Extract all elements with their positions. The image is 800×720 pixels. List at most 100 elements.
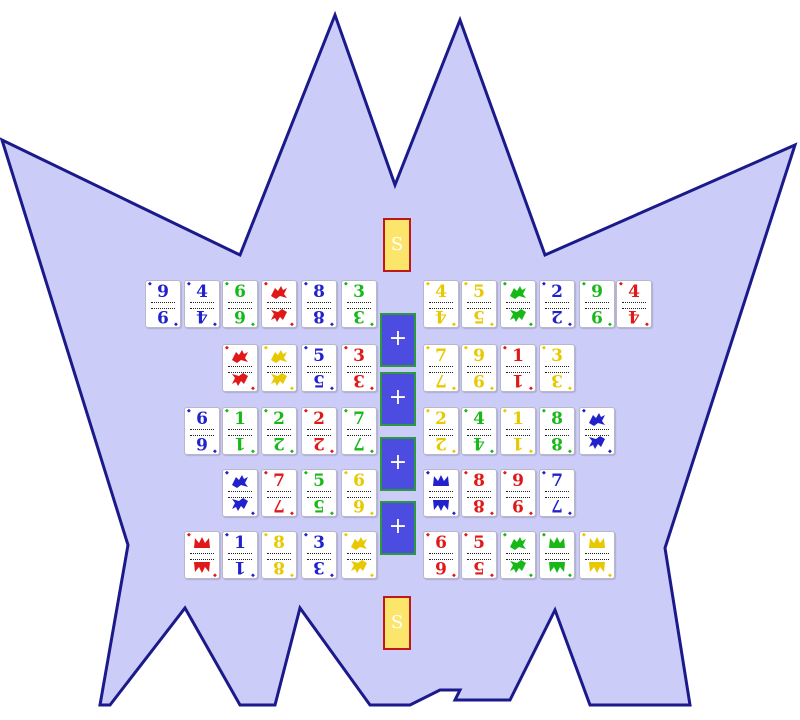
card-corner-pip-icon: ◆ <box>251 385 255 391</box>
card-corner-pip-icon: ◆ <box>370 385 374 391</box>
card-band <box>307 366 331 373</box>
dragon-icon <box>580 431 614 451</box>
foundation-pile-4[interactable]: + <box>380 501 416 555</box>
card-corner-pip-icon: ◆ <box>344 408 348 414</box>
dragon-icon <box>223 368 257 388</box>
card-corner-pip-icon: ◆ <box>582 281 586 287</box>
tableau-card-row3-10[interactable]: ◆◆ <box>579 407 615 455</box>
stock-pile-top[interactable]: S <box>383 218 411 272</box>
tableau-card-row2-1[interactable]: ◆◆ <box>222 344 258 392</box>
card-corner-pip-icon: ◆ <box>529 572 533 578</box>
tableau-card-row5-1[interactable]: ◆◆ <box>184 531 220 579</box>
tableau-card-row4-1[interactable]: ◆◆ <box>222 469 258 517</box>
card-corner-pip-icon: ◆ <box>370 572 374 578</box>
card-corner-pip-icon: ◆ <box>464 281 468 287</box>
card-corner-pip-icon: ◆ <box>426 470 430 476</box>
card-rank: 8 <box>273 533 285 553</box>
card-band <box>506 429 530 436</box>
card-corner-pip-icon: ◆ <box>330 385 334 391</box>
card-band <box>506 366 530 373</box>
dragon-icon <box>342 535 376 555</box>
crown-icon <box>580 555 614 575</box>
card-band <box>307 553 331 560</box>
card-corner-pip-icon: ◆ <box>187 408 191 414</box>
tableau-card-row4-5[interactable]: ◆◆ <box>423 469 459 517</box>
crown-icon <box>424 473 458 493</box>
card-rank: 8 <box>551 409 563 429</box>
card-corner-pip-icon: ◆ <box>426 408 430 414</box>
card-rank: 1 <box>512 346 524 366</box>
card-corner-pip-icon: ◆ <box>225 281 229 287</box>
card-band <box>347 491 371 498</box>
foundation-pile-3[interactable]: + <box>380 437 416 491</box>
foundation-pile-2[interactable]: + <box>380 372 416 426</box>
dragon-icon <box>262 368 296 388</box>
dragon-icon <box>501 535 535 555</box>
stock-pile-bottom[interactable]: S <box>383 596 411 650</box>
card-corner-pip-icon: ◆ <box>490 572 494 578</box>
tableau-card-row1-9[interactable]: ◆◆ <box>500 280 536 328</box>
card-rank: 3 <box>353 346 365 366</box>
tableau-card-row5-9[interactable]: ◆◆ <box>539 531 575 579</box>
card-corner-pip-icon: ◆ <box>490 448 494 454</box>
crown-icon <box>185 535 219 555</box>
card-corner-pip-icon: ◆ <box>529 448 533 454</box>
card-corner-pip-icon: ◆ <box>213 448 217 454</box>
tableau-card-row2-2[interactable]: ◆◆ <box>261 344 297 392</box>
card-band <box>506 553 530 560</box>
card-corner-pip-icon: ◆ <box>542 281 546 287</box>
card-corner-pip-icon: ◆ <box>225 470 229 476</box>
card-band <box>228 366 252 373</box>
card-band <box>467 302 491 309</box>
tableau-card-row1-4[interactable]: ◆◆ <box>261 280 297 328</box>
card-rank: 6 <box>435 533 447 553</box>
card-rank: 4 <box>628 282 640 302</box>
tableau-card-row5-8[interactable]: ◆◆ <box>500 531 536 579</box>
card-corner-pip-icon: ◆ <box>503 408 507 414</box>
tableau-card-row5-10[interactable]: ◆◆ <box>579 531 615 579</box>
foundation-pile-1[interactable]: + <box>380 313 416 367</box>
card-corner-pip-icon: ◆ <box>568 448 572 454</box>
card-corner-pip-icon: ◆ <box>503 345 507 351</box>
tableau-card-row5-5[interactable]: ◆◆ <box>341 531 377 579</box>
card-band <box>429 491 453 498</box>
card-rank: 8 <box>313 282 325 302</box>
